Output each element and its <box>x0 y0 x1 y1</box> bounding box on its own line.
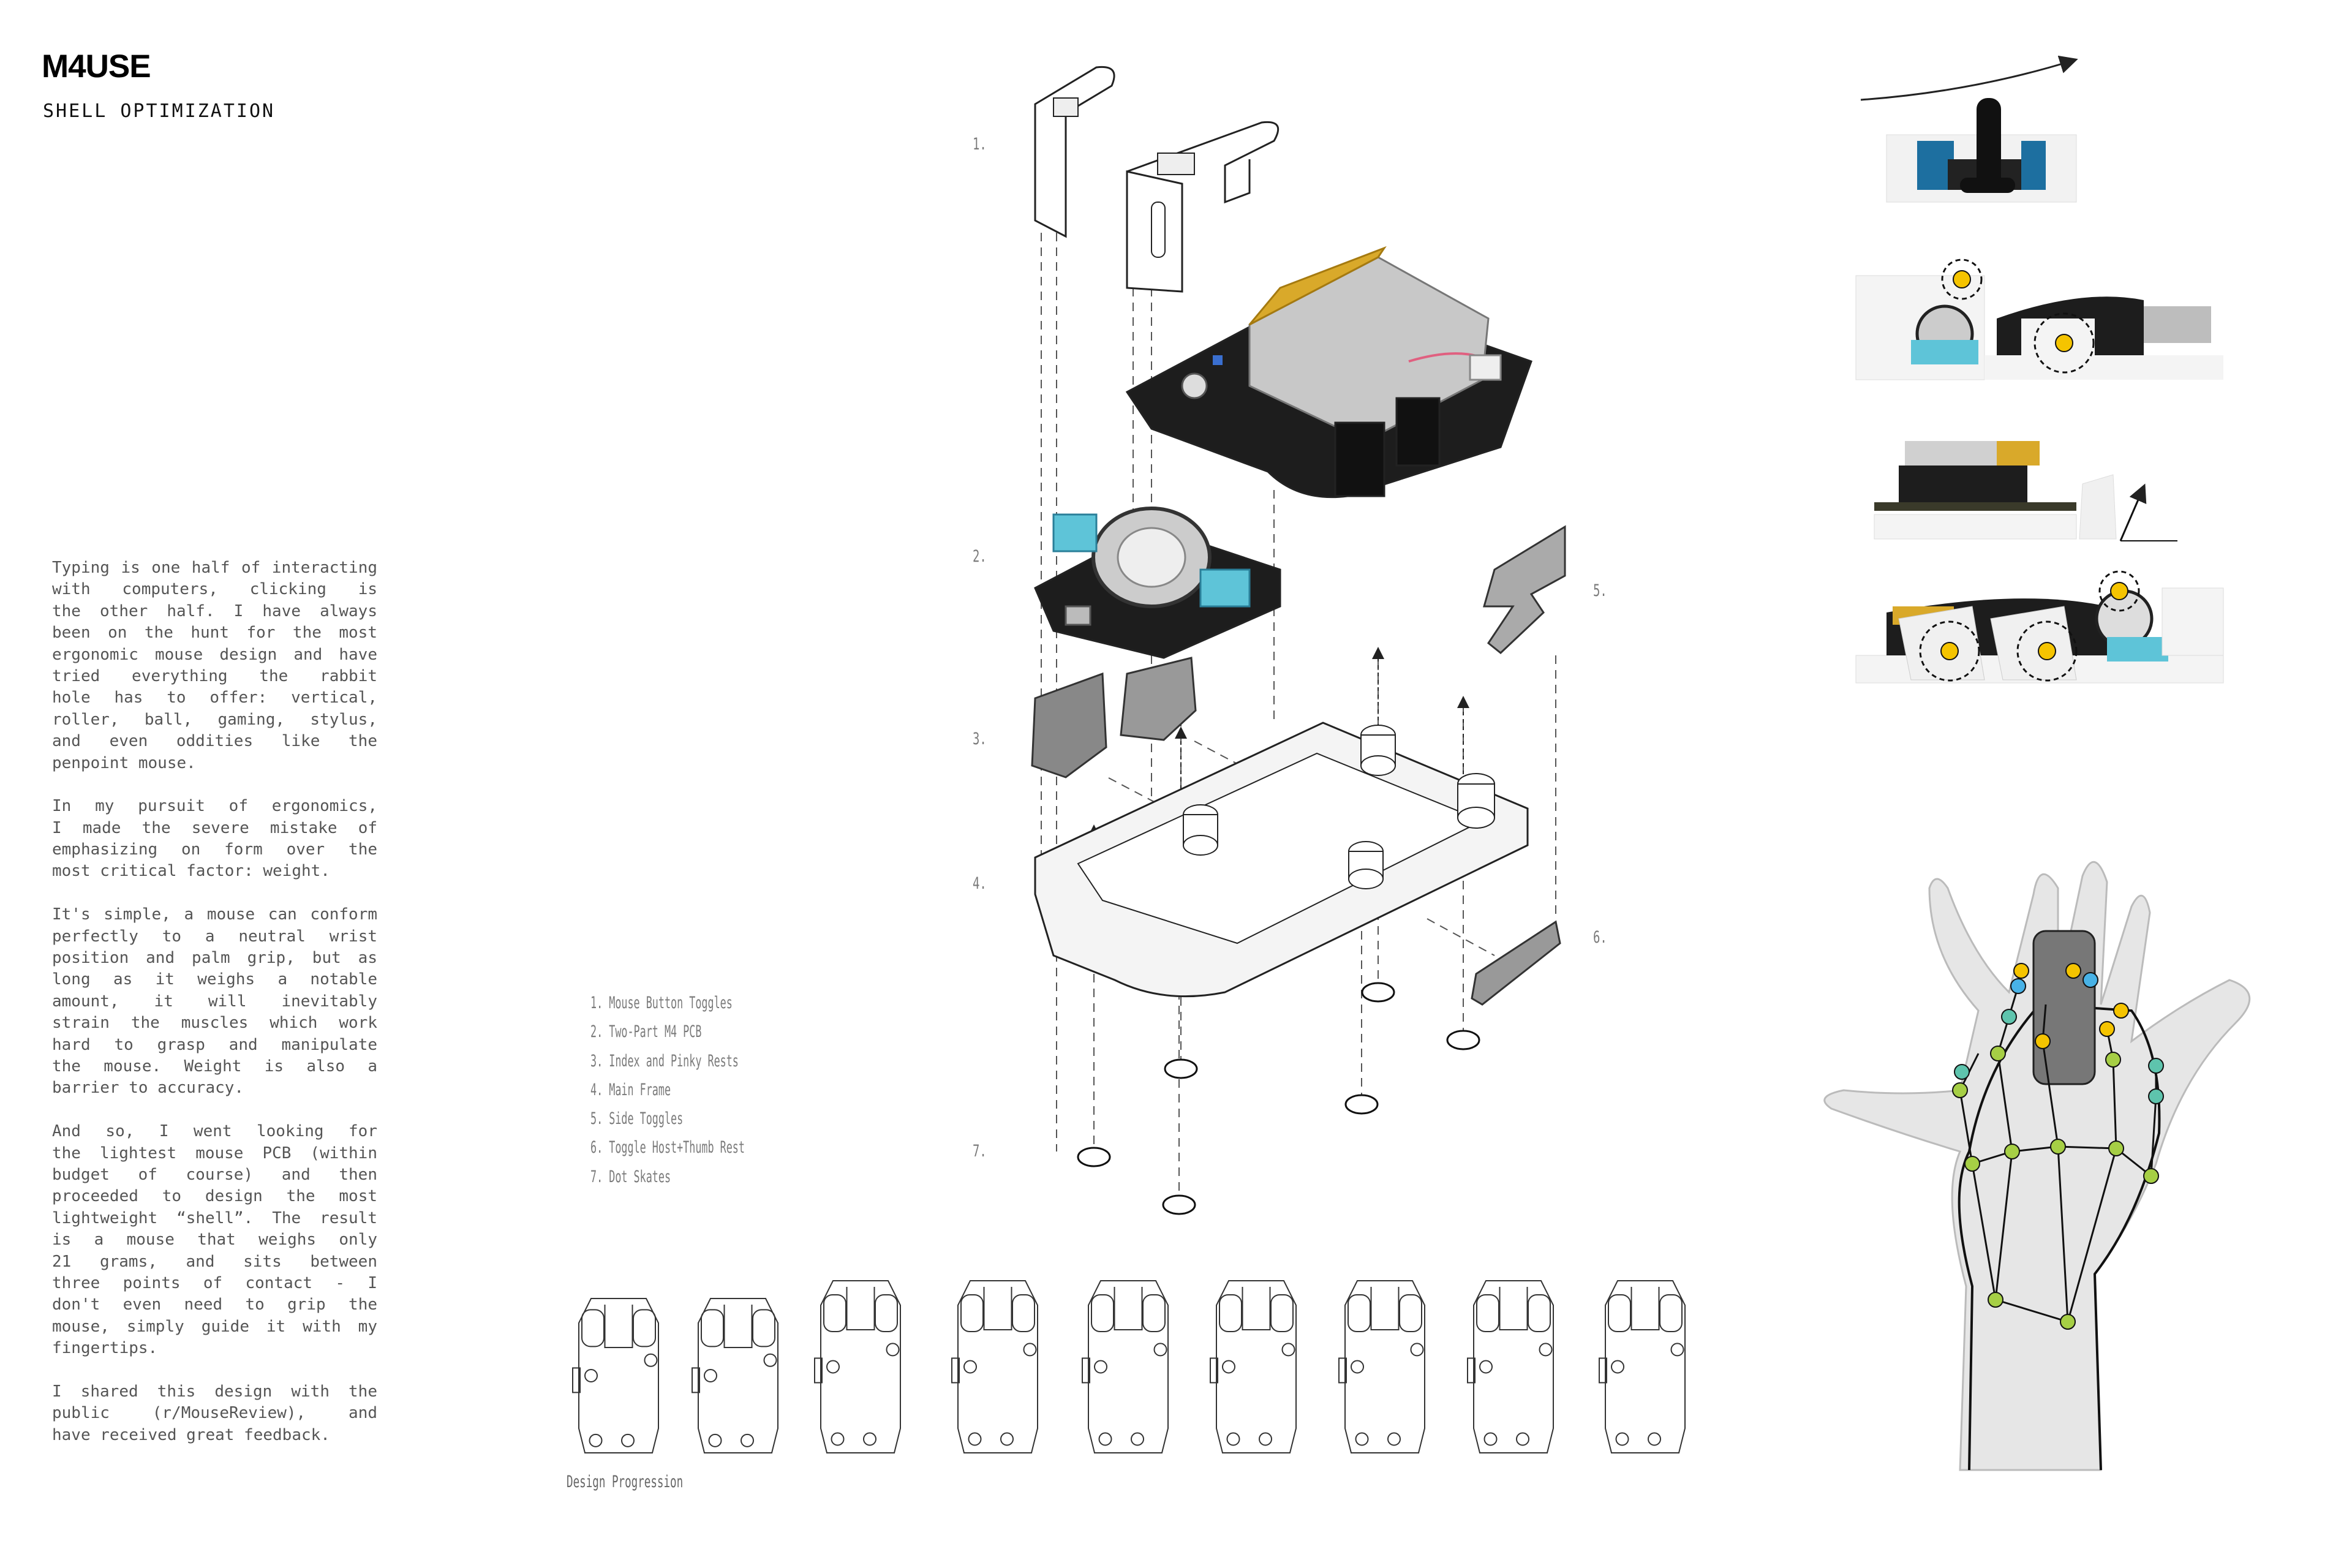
progression-shape-2 <box>692 1298 778 1453</box>
body-line: Typing is one half of interacting <box>52 559 377 577</box>
callout-1: 1. <box>973 135 987 154</box>
body-line: strain the muscles which work <box>52 1014 377 1033</box>
parts-list-item: 1. Mouse Button Toggles <box>590 993 733 1012</box>
mouse-button-toggle-left <box>1034 66 1115 238</box>
index-rest <box>1031 672 1107 778</box>
progression-shape-7 <box>1338 1280 1425 1453</box>
progression-shape-4 <box>951 1280 1038 1453</box>
main-frame <box>1034 722 1529 998</box>
toggle-host-thumb-rest <box>1471 920 1561 1006</box>
callout-5: 5. <box>1593 581 1607 600</box>
body-line: hard to grasp and manipulate <box>52 1035 377 1054</box>
callout-2: 2. <box>973 547 987 566</box>
side-toggle <box>1483 525 1566 654</box>
joint-markers <box>1952 963 2164 1330</box>
body-line: tried everything the rabbit <box>52 666 377 685</box>
body-line: emphasizing on form over the <box>52 840 377 859</box>
parts-list-item: 2. Two-Part M4 PCB <box>590 1022 702 1042</box>
callout-4: 4. <box>973 874 987 893</box>
body-line: most critical factor: weight. <box>52 862 330 881</box>
body-line: budget of course) and then <box>52 1165 377 1184</box>
mouse-button-toggle-right <box>1126 121 1280 293</box>
parts-list-item: 7. Dot Skates <box>590 1167 671 1186</box>
body-line: barrier to accuracy. <box>52 1079 244 1098</box>
design-progression-label: Design Progression <box>567 1472 684 1491</box>
body-line: I made the severe mistake of <box>52 818 377 837</box>
body-line: public (r/MouseReview), and <box>52 1404 377 1423</box>
photo-tilt-view <box>1874 441 2177 541</box>
body-line: mouse, simply guide it with my <box>52 1317 377 1336</box>
mouse-in-hand <box>2032 930 2096 1085</box>
toggle-window <box>1151 202 1166 258</box>
body-line: fingertips. <box>52 1339 158 1358</box>
body-line: hole has to offer: vertical, <box>52 688 377 707</box>
body-line: been on the hunt for the most <box>52 624 377 643</box>
body-line: I shared this design with the <box>52 1382 377 1401</box>
body-line: the mouse. Weight is also a <box>52 1057 377 1076</box>
body-line: It's simple, a mouse can conform <box>52 905 377 924</box>
body-line: and even oddities like the <box>52 732 377 751</box>
progression-shape-5 <box>1082 1280 1169 1453</box>
body-line: with computers, clicking is <box>52 580 377 599</box>
parts-list-item: 5. Side Toggles <box>590 1109 684 1129</box>
body-line: position and palm grip, but as <box>52 949 377 968</box>
callout-7: 7. <box>973 1142 987 1161</box>
body-line: 21 grams, and sits between <box>52 1252 377 1271</box>
progression-shape-8 <box>1467 1280 1554 1453</box>
body-line: long as it weighs a notable <box>52 970 377 989</box>
body-line: proceeded to design the most <box>52 1187 377 1206</box>
project-subtitle: SHELL OPTIMIZATION <box>43 100 276 122</box>
progression-shape-3 <box>814 1280 901 1453</box>
body-line: perfectly to a neutral wrist <box>52 927 377 946</box>
parts-list-item: 3. Index and Pinky Rests <box>590 1051 739 1071</box>
callout-3: 3. <box>973 729 987 748</box>
body-line: is a mouse that weighs only <box>52 1231 377 1250</box>
exploded-view <box>1031 66 1566 1215</box>
toggle-slot <box>1053 97 1079 117</box>
progression-shape-9 <box>1599 1280 1686 1453</box>
progression-shape-6 <box>1210 1280 1297 1453</box>
photo-front-view <box>1860 55 2078 203</box>
design-progression-shapes <box>572 1280 1686 1453</box>
body-line: ergonomic mouse design and have <box>52 645 377 664</box>
progression-shape-1 <box>572 1298 659 1453</box>
project-title: M4USE <box>42 48 151 85</box>
hand-grip-illustration <box>1823 861 2251 1471</box>
pinky-rest <box>1120 657 1197 741</box>
pcb-bottom <box>1034 507 1281 659</box>
body-line: the lightest mouse PCB (within <box>52 1144 377 1163</box>
photo-side-view-left <box>1855 570 2224 684</box>
pcb-top <box>1125 246 1532 499</box>
body-line: roller, ball, gaming, stylus, <box>52 710 377 729</box>
body-line: And so, I went looking for <box>52 1122 377 1141</box>
body-line: three points of contact - I <box>52 1273 377 1292</box>
dot-skates <box>1077 982 1480 1215</box>
parts-legend: 1. Mouse Button Toggles 2. Two-Part M4 PC… <box>590 993 839 1196</box>
parts-list-item: 4. Main Frame <box>590 1080 671 1099</box>
body-line: penpoint mouse. <box>52 753 196 772</box>
parts-list-item: 6. Toggle Host+Thumb Rest <box>590 1138 745 1158</box>
hand-silhouette <box>1823 861 2251 1471</box>
body-line: amount, it will inevitably <box>52 992 377 1011</box>
callout-6: 6. <box>1593 928 1607 947</box>
photo-side-view-right <box>1855 258 2223 380</box>
body-line: lightweight “shell”. The result <box>52 1208 377 1227</box>
description-text: Typing is one half of interacting with co… <box>52 557 377 1446</box>
toggle-slot-2 <box>1157 153 1195 175</box>
body-line: have received great feedback. <box>52 1425 330 1444</box>
body-line: don't even need to grip the <box>52 1295 377 1314</box>
body-line: the other half. I have always <box>52 601 377 620</box>
body-line: In my pursuit of ergonomics, <box>52 797 377 816</box>
